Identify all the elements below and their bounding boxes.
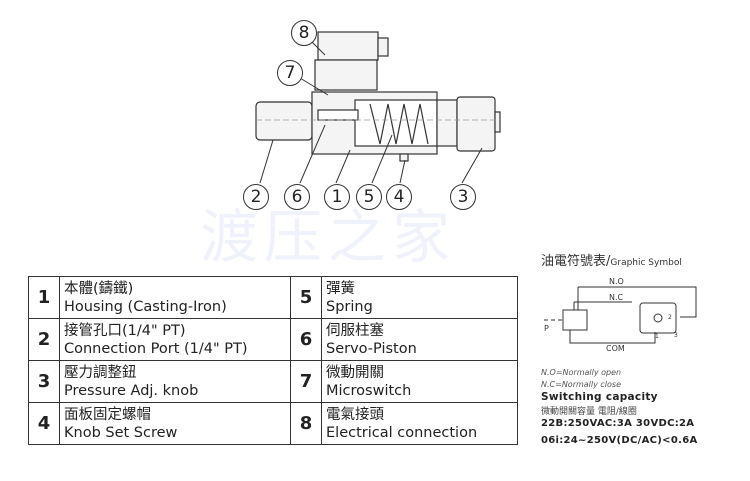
graphic-symbol-title: 油電符號表/Graphic Symbol bbox=[541, 250, 682, 269]
part-name-zh: 接管孔口(1/4" PT) bbox=[64, 322, 186, 339]
part-name-zh: 本體(鑄鐵) bbox=[64, 280, 134, 297]
spring-chamber bbox=[354, 99, 438, 147]
callout-1: 1 bbox=[324, 184, 350, 210]
callout-8: 8 bbox=[291, 20, 317, 46]
part-number: 2 bbox=[28, 318, 60, 361]
bonnet bbox=[436, 99, 458, 147]
part-name: 本體(鑄鐵)Housing (Casting-Iron) bbox=[59, 276, 291, 319]
part-name-zh: 微動開關 bbox=[326, 364, 384, 381]
port-fitting bbox=[255, 101, 313, 141]
capacity-subtitle: 微動開關容量 電阻/線圈 bbox=[541, 407, 637, 417]
part-name-en: Knob Set Screw bbox=[64, 424, 178, 441]
watermark: 渡压之家 bbox=[200, 203, 457, 271]
graphic-symbol bbox=[544, 286, 697, 344]
adjust-knob bbox=[456, 96, 496, 152]
label-nc: N.C bbox=[609, 293, 624, 302]
knob-cap bbox=[494, 111, 501, 133]
part-name: 接管孔口(1/4" PT)Connection Port (1/4" PT) bbox=[59, 318, 291, 361]
callout-4: 4 bbox=[386, 184, 412, 210]
callout-5: 5 bbox=[356, 184, 382, 210]
piston bbox=[317, 109, 359, 121]
spring bbox=[369, 103, 429, 145]
callout-2: 2 bbox=[243, 184, 269, 210]
part-number: 3 bbox=[28, 360, 60, 403]
part-name-en: Electrical connection bbox=[326, 424, 478, 441]
label-pin2: 2 bbox=[668, 314, 672, 321]
part-name-zh: 面板固定螺帽 bbox=[64, 406, 151, 423]
part-name-en: Pressure Adj. knob bbox=[64, 382, 199, 399]
part-number: 1 bbox=[28, 276, 60, 319]
callout-7: 7 bbox=[277, 60, 303, 86]
part-name-en: Connection Port (1/4" PT) bbox=[64, 340, 248, 357]
legend-nc: N.C=Normally close bbox=[541, 380, 622, 389]
part-number: 8 bbox=[290, 402, 322, 445]
capacity-spec-1: 22B:250VAC:3A 30VDC:2A bbox=[541, 418, 695, 429]
part-name-zh: 壓力調整鈕 bbox=[64, 364, 137, 381]
callout-6: 6 bbox=[284, 184, 310, 210]
callout-3: 3 bbox=[450, 184, 476, 210]
part-name-en: Servo-Piston bbox=[326, 340, 417, 357]
title-zh: 油電符號表/ bbox=[541, 254, 611, 269]
part-name-zh: 伺服柱塞 bbox=[326, 322, 384, 339]
capacity-spec-2: 06i:24~250V(DC/AC)<0.6A bbox=[541, 435, 698, 446]
part-name-en: Microswitch bbox=[326, 382, 412, 399]
label-pin3: 3 bbox=[674, 332, 678, 339]
title-en: Graphic Symbol bbox=[610, 258, 682, 268]
part-number: 6 bbox=[290, 318, 322, 361]
connector-base bbox=[314, 59, 378, 91]
part-name-zh: 電氣接頭 bbox=[326, 406, 384, 423]
part-name-en: Housing (Casting-Iron) bbox=[64, 298, 227, 315]
legend-no: N.O=Normally open bbox=[541, 368, 622, 377]
connector-knurl bbox=[377, 37, 389, 57]
label-pin1: 1 bbox=[655, 333, 659, 340]
part-number: 5 bbox=[290, 276, 322, 319]
part-name-zh: 彈簧 bbox=[326, 280, 355, 297]
part-name-en: Spring bbox=[326, 298, 373, 315]
label-p: P bbox=[544, 324, 549, 333]
label-no: N.O bbox=[609, 277, 624, 286]
part-number: 7 bbox=[290, 360, 322, 403]
part-number: 4 bbox=[28, 402, 60, 445]
connector-head bbox=[317, 31, 379, 61]
capacity-title: Switching capacity bbox=[541, 391, 658, 403]
label-com: COM bbox=[606, 344, 625, 353]
set-screw bbox=[399, 153, 409, 162]
table-row: 2 接管孔口(1/4" PT)Connection Port (1/4" PT)… bbox=[28, 318, 518, 361]
